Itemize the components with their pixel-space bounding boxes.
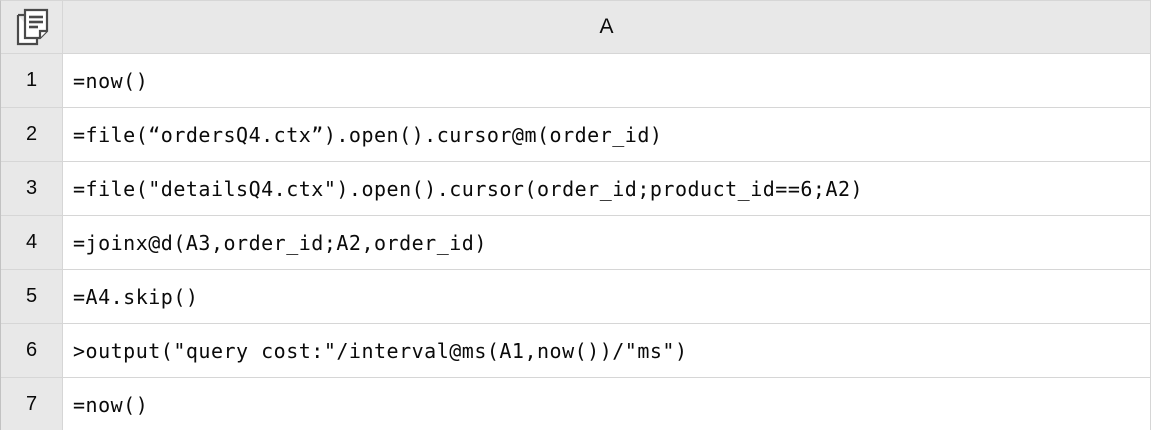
cell-code[interactable]: =file(“ordersQ4.ctx”).open().cursor@m(or…	[63, 108, 1150, 161]
table-row: 5 =A4.skip()	[1, 270, 1150, 324]
row-number[interactable]: 2	[1, 108, 63, 161]
row-number[interactable]: 4	[1, 216, 63, 269]
table-row: 2 =file(“ordersQ4.ctx”).open().cursor@m(…	[1, 108, 1150, 162]
cell-code[interactable]: =joinx@d(A3,order_id;A2,order_id)	[63, 216, 1150, 269]
cell-code[interactable]: =file("detailsQ4.ctx").open().cursor(ord…	[63, 162, 1150, 215]
table-row: 7 =now()	[1, 378, 1150, 430]
grid-body: 1 =now() 2 =file(“ordersQ4.ctx”).open().…	[1, 54, 1150, 430]
table-row: 3 =file("detailsQ4.ctx").open().cursor(o…	[1, 162, 1150, 216]
table-row: 4 =joinx@d(A3,order_id;A2,order_id)	[1, 216, 1150, 270]
row-number[interactable]: 3	[1, 162, 63, 215]
row-number[interactable]: 5	[1, 270, 63, 323]
cell-code[interactable]: >output("query cost:"/interval@ms(A1,now…	[63, 324, 1150, 377]
grid-header-row: A	[1, 1, 1150, 54]
cell-code[interactable]: =now()	[63, 54, 1150, 107]
table-row: 1 =now()	[1, 54, 1150, 108]
cell-code[interactable]: =A4.skip()	[63, 270, 1150, 323]
column-header-a[interactable]: A	[599, 15, 614, 38]
select-all-corner[interactable]	[1, 1, 63, 53]
row-number[interactable]: 7	[1, 378, 63, 430]
row-number[interactable]: 6	[1, 324, 63, 377]
table-row: 6 >output("query cost:"/interval@ms(A1,n…	[1, 324, 1150, 378]
copy-pages-icon	[14, 7, 50, 47]
cell-code[interactable]: =now()	[63, 378, 1150, 430]
row-number[interactable]: 1	[1, 54, 63, 107]
